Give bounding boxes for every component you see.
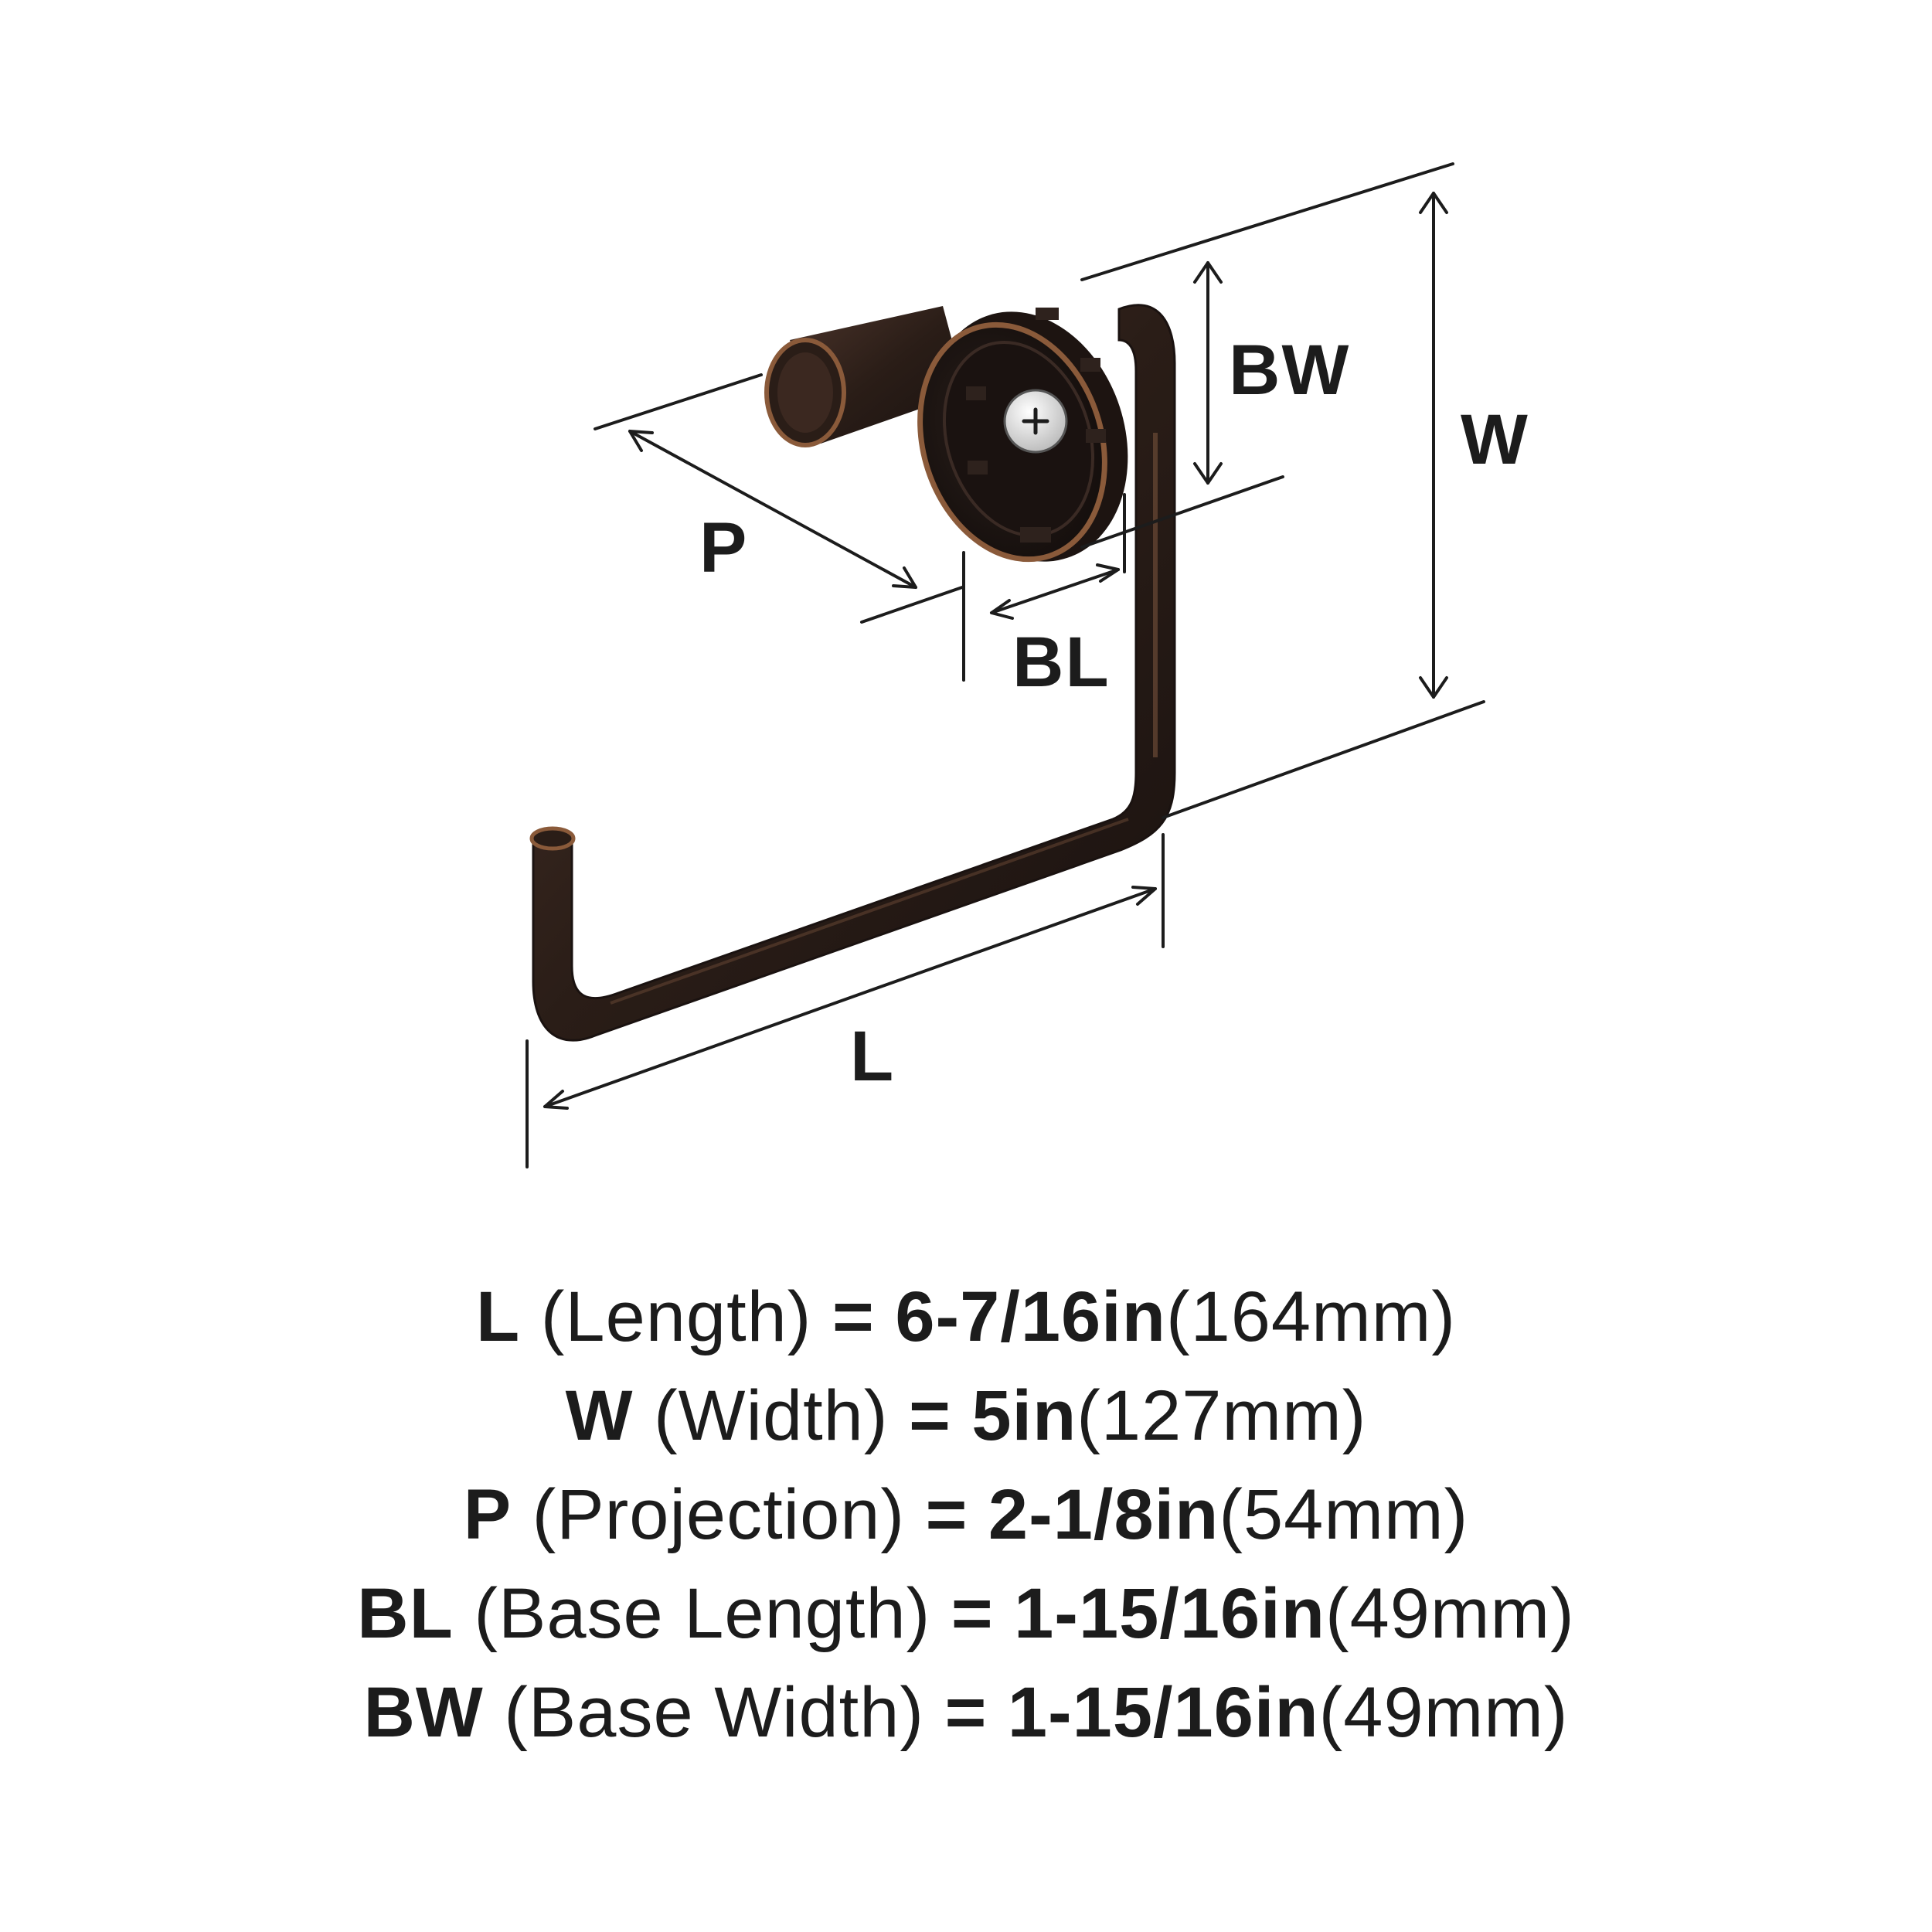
end-cap xyxy=(529,826,576,851)
spec-symbol: P xyxy=(463,1475,512,1554)
spec-row-base-length: BL (Base Length) = 1-15/16in(49mm) xyxy=(0,1564,1932,1663)
p-label: P xyxy=(699,509,748,587)
w-label: W xyxy=(1461,400,1529,479)
spec-equals: = xyxy=(944,1673,988,1752)
spec-row-width: W (Width) = 5in(127mm) xyxy=(0,1366,1932,1465)
bw-label: BW xyxy=(1229,331,1350,410)
l-dimension-line xyxy=(543,887,1157,1108)
p-dimension-line xyxy=(628,430,917,589)
product-diagram: BW W P BL L xyxy=(526,162,1529,1168)
spec-metric: (49mm) xyxy=(1325,1574,1575,1653)
spec-description: (Base Length) xyxy=(474,1574,931,1653)
w-extension-bottom xyxy=(1162,700,1485,819)
l-label: L xyxy=(850,1017,895,1096)
spec-metric: (127mm) xyxy=(1077,1376,1367,1455)
spec-description: (Length) xyxy=(540,1277,812,1356)
bw-extension-bottom xyxy=(1080,475,1284,549)
spec-row-length: L (Length) = 6-7/16in(164mm) xyxy=(0,1267,1932,1366)
w-extension-top xyxy=(1080,162,1454,281)
spec-symbol: W xyxy=(565,1376,634,1455)
spec-description: (Width) xyxy=(654,1376,889,1455)
dimension-lines: BW W P BL L xyxy=(526,162,1529,1168)
dimension-specs: L (Length) = 6-7/16in(164mm) W (Width) =… xyxy=(0,1267,1932,1762)
spec-imperial: 1-15/16in xyxy=(1007,1673,1319,1752)
p-extension-bottom xyxy=(860,586,964,624)
spec-equals: = xyxy=(909,1376,951,1455)
spec-row-base-width: BW (Base Width) = 1-15/16in(49mm) xyxy=(0,1663,1932,1762)
bl-label: BL xyxy=(1012,623,1111,702)
spec-metric: (164mm) xyxy=(1165,1277,1456,1356)
spec-description: (Base Width) xyxy=(504,1673,924,1752)
spec-imperial: 6-7/16in xyxy=(895,1277,1166,1356)
spec-symbol: BL xyxy=(357,1574,454,1653)
spec-imperial: 2-1/8in xyxy=(988,1475,1219,1554)
spec-metric: (54mm) xyxy=(1219,1475,1469,1554)
paper-holder-illustration xyxy=(529,304,1176,1042)
spec-equals: = xyxy=(951,1574,994,1653)
mounting-base xyxy=(917,308,1128,563)
spec-imperial: 1-15/16in xyxy=(1014,1574,1325,1653)
spec-symbol: L xyxy=(476,1277,521,1356)
spec-metric: (49mm) xyxy=(1318,1673,1569,1752)
spec-equals: = xyxy=(832,1277,875,1356)
spec-equals: = xyxy=(925,1475,968,1554)
p-extension-top xyxy=(594,373,763,430)
mounting-post xyxy=(764,306,966,447)
screw-icon xyxy=(1003,389,1068,454)
spec-symbol: BW xyxy=(363,1673,484,1752)
bl-dimension-line xyxy=(990,568,1120,614)
spec-row-projection: P (Projection) = 2-1/8in(54mm) xyxy=(0,1465,1932,1564)
spec-description: (Projection) xyxy=(532,1475,906,1554)
holder-arm xyxy=(529,304,1176,1042)
spec-imperial: 5in xyxy=(971,1376,1077,1455)
